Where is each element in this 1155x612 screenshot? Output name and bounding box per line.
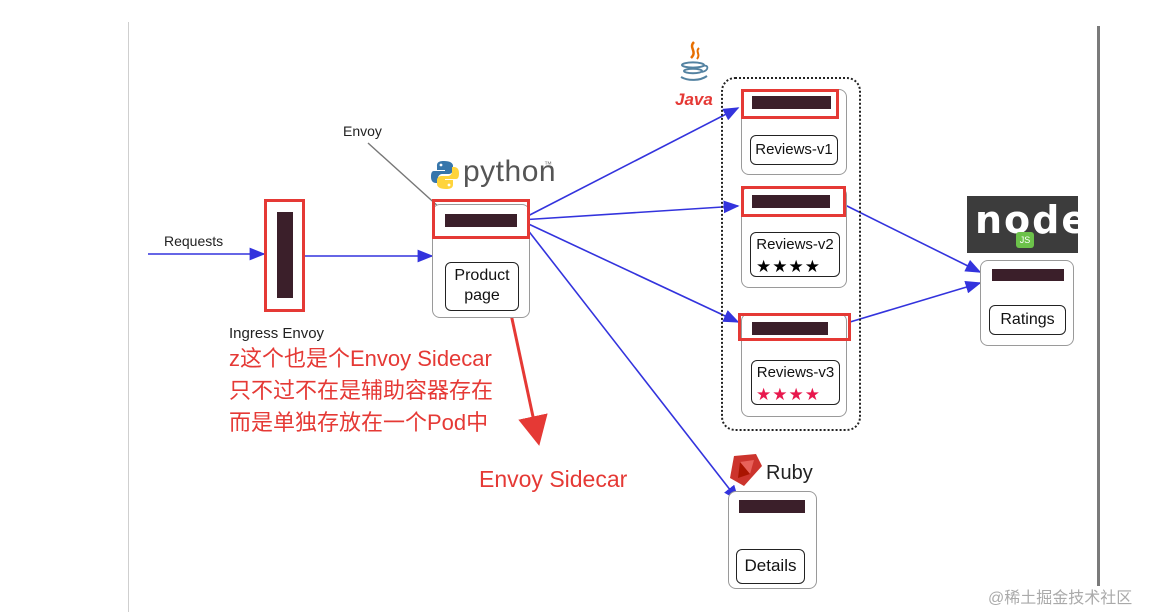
reviews-v2-black-stars: ★★★★ (756, 257, 821, 276)
details-envoy-proxy (739, 500, 805, 513)
node-logo-icon: node JS (967, 196, 1087, 253)
productpage-to-reviews-v2-arrow (519, 200, 740, 221)
python-tm-label: ™ (544, 160, 552, 169)
productpage-envoy-highlight (432, 199, 530, 239)
python-logo-icon (431, 161, 459, 189)
ingress-envoy-label: Ingress Envoy (229, 325, 325, 342)
reviews-v3-red-stars: ★★★★ (756, 385, 821, 404)
productpage-service: Product page (445, 262, 519, 311)
left-edge-line (128, 22, 129, 612)
reviews-v2-envoy-proxy (752, 195, 830, 208)
watermark: @稀土掘金技术社区 (988, 590, 1133, 607)
reviews-v2-service: Reviews-v2 (750, 232, 840, 277)
reviews-v3-envoy-proxy (752, 322, 828, 335)
reviews-v1-envoy-highlight (741, 89, 839, 119)
java-logo-icon (680, 41, 709, 81)
reviews-v3-label: Reviews-v3 (756, 364, 835, 381)
java-label: Java (675, 90, 713, 109)
ratings-envoy-proxy (992, 269, 1064, 281)
reviews-v1-service: Reviews-v1 (750, 135, 838, 165)
reviews-group-border (721, 77, 861, 431)
reviews-v1-envoy-proxy (752, 96, 831, 109)
productpage-to-details-arrow (519, 219, 739, 502)
envoy-pointer-line (367, 142, 441, 209)
ingress-envoy-highlight (264, 199, 305, 312)
details-service: Details (736, 549, 805, 584)
node-js-label: JS (1019, 235, 1031, 245)
reviews-v2-envoy-highlight (741, 186, 846, 217)
reviews-v3-to-ratings-arrow (849, 281, 982, 323)
annotation-line-1: z这个也是个Envoy Sidecar (229, 346, 492, 371)
requests-label: Requests (164, 233, 224, 249)
reviews-v2-label: Reviews-v2 (756, 236, 834, 253)
productpage-line1: Product (454, 267, 510, 284)
node-js-hex: JS (1016, 232, 1034, 248)
annotation-line-3: 而是单独存放在一个Pod中 (229, 410, 489, 435)
ruby-logo-icon (730, 454, 762, 486)
sidecar-annotation: Envoy Sidecar (479, 466, 628, 492)
ratings-service: Ratings (989, 305, 1066, 335)
envoy-label: Envoy (343, 123, 382, 139)
ingress-envoy-proxy (277, 212, 293, 298)
annotation-line-2: 只不过不在是辅助容器存在 (229, 378, 494, 403)
python-label: python (463, 155, 557, 188)
ruby-label: Ruby (766, 462, 813, 484)
right-edge-line (1097, 26, 1100, 586)
productpage-line2: page (464, 287, 500, 304)
productpage-to-reviews-v1-arrow (519, 107, 740, 221)
reviews-v3-service: Reviews-v3 (751, 360, 840, 405)
reviews-v3-envoy-highlight (738, 313, 851, 341)
reviews-v2-to-ratings-arrow (844, 204, 982, 273)
productpage-to-reviews-v3-arrow (519, 219, 740, 323)
productpage-envoy-proxy (445, 214, 517, 227)
